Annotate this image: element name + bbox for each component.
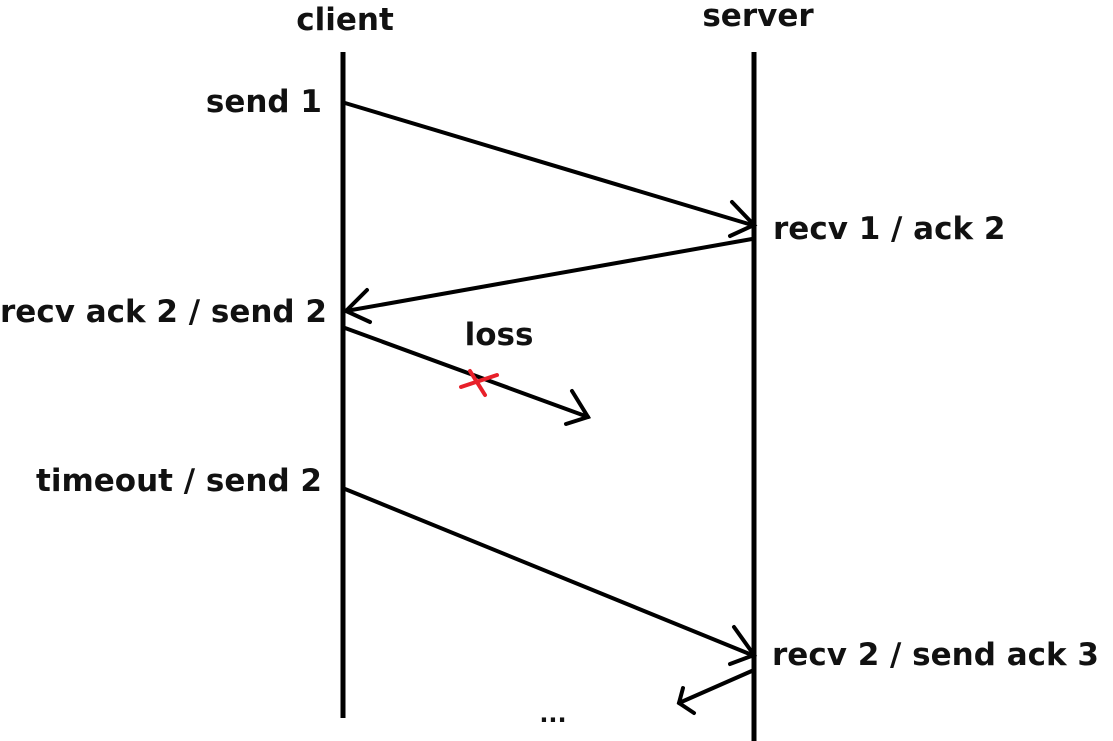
recv-ack-2-send-2-label: recv ack 2 / send 2 <box>0 294 327 330</box>
loss-label: loss <box>464 317 534 353</box>
recv-1-ack-2-label: recv 1 / ack 2 <box>773 211 1006 247</box>
server-header: server <box>702 0 814 34</box>
recv-2-send-ack-3-label: recv 2 / send ack 3 <box>772 637 1099 673</box>
send-1-label: send 1 <box>205 84 322 120</box>
timeout-send-2-label: timeout / send 2 <box>36 463 322 499</box>
message-arrow-send-1 <box>343 101 758 238</box>
message-arrow-ack-3 <box>676 668 756 715</box>
continuation-ellipsis: ... <box>539 700 567 728</box>
message-arrow-lost <box>343 326 592 426</box>
x-mark-icon <box>459 369 499 397</box>
message-arrow-ack-2 <box>342 237 754 324</box>
message-arrow-retransmit <box>343 487 758 666</box>
client-header: client <box>296 2 394 38</box>
